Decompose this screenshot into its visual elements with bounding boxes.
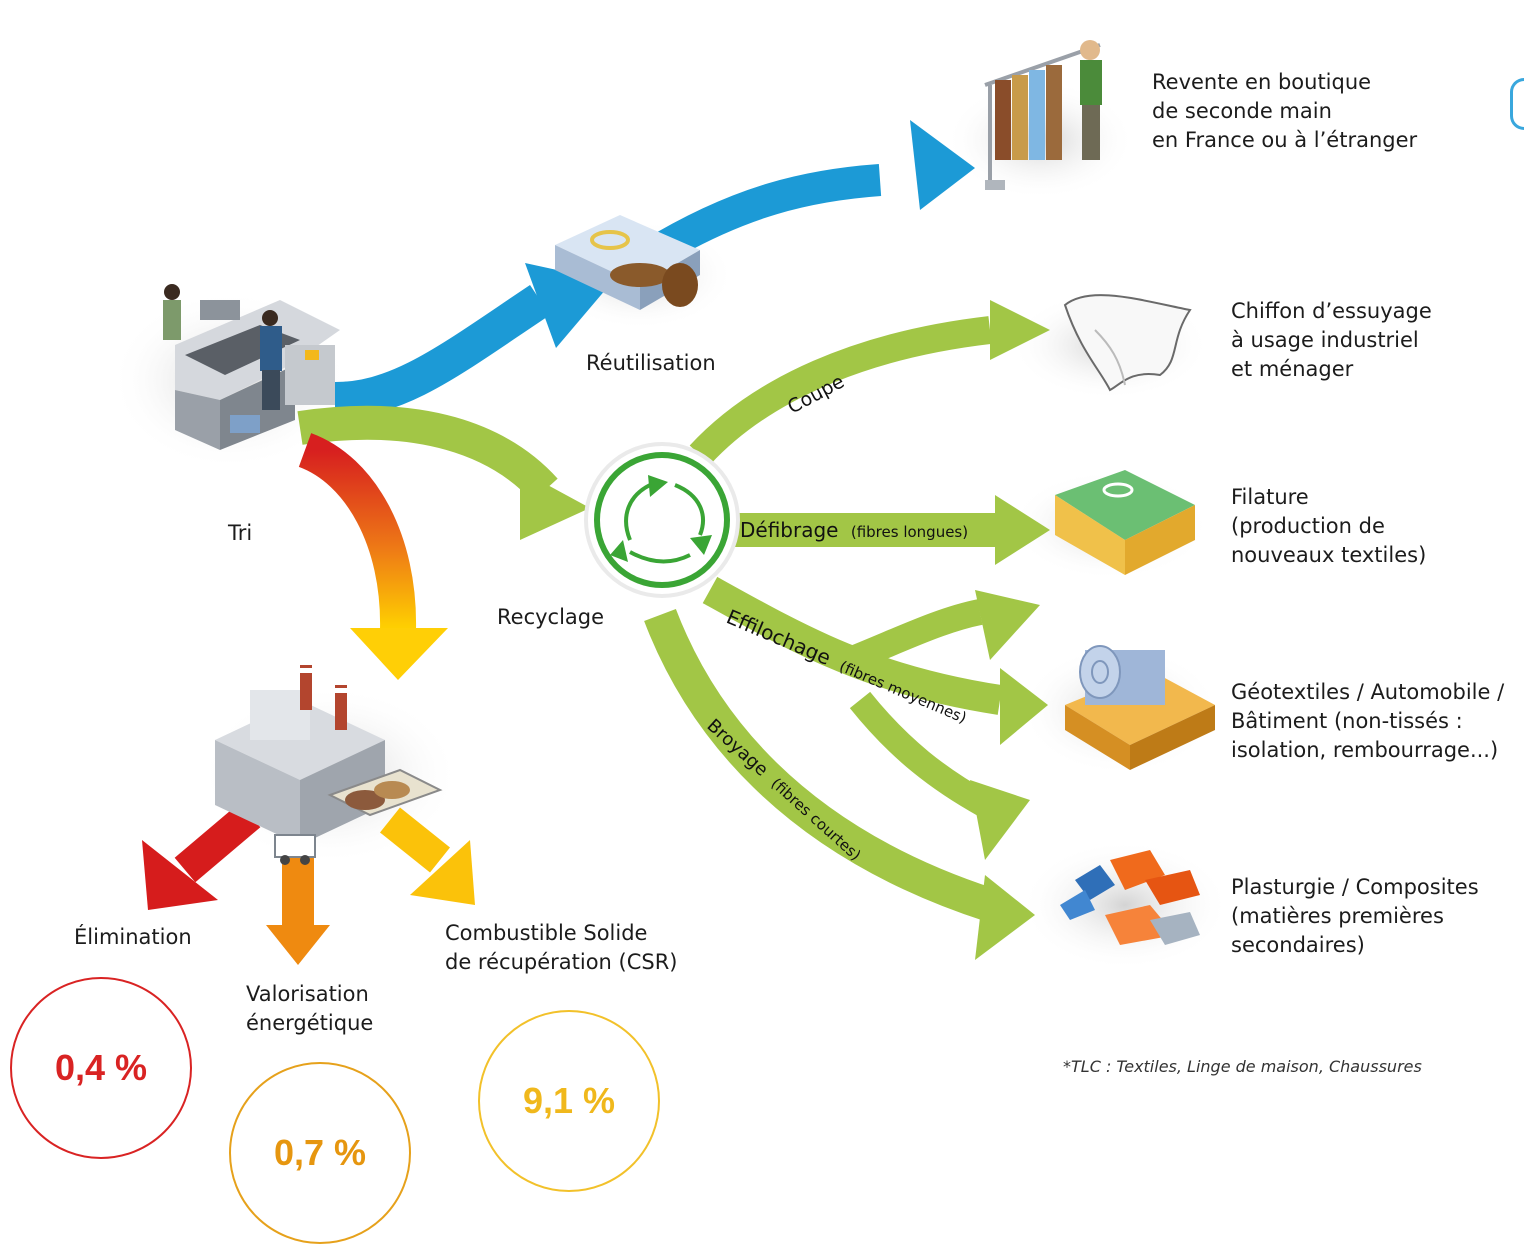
edge-decoration [1510,78,1524,130]
label-elimination: Élimination [74,925,192,949]
label-plasturgie-line-2: (matières premières [1231,904,1444,928]
cloth-rag-icon [1063,294,1192,392]
label-revente-line-1: Revente en boutique [1152,70,1372,94]
label-filature-line-2: (production de [1231,514,1385,538]
label-geotextiles-line-3: isolation, rembourrage...) [1231,738,1499,762]
percent-elimination-value: 0,4 % [54,1047,148,1088]
label-chiffon-line-2: à usage industriel [1231,328,1419,352]
label-filature: Filature (production de nouveaux textile… [1231,483,1426,570]
percent-valorisation-value: 0,7 % [273,1132,367,1173]
recycle-icon [584,442,740,598]
clothing-rack-shop-icon [984,40,1102,190]
label-filature-line-1: Filature [1231,485,1309,509]
percent-valorisation: 0,7 % [229,1062,411,1244]
sorting-station-icon [163,284,340,450]
energy-arrows [142,433,475,965]
label-csr-line-1: Combustible Solide [445,921,648,945]
process-defibrage-note: (fibres longues) [851,523,968,541]
label-plasturgie-line-3: secondaires) [1231,933,1365,957]
label-tri: Tri [228,521,253,545]
percent-csr-value: 9,1 % [522,1080,616,1121]
process-broyage: Broyage (fibres courtes) [703,715,866,865]
label-csr: Combustible Solide de récupération (CSR) [445,919,678,977]
folded-textile-icon [1055,470,1195,575]
label-geotextiles-line-2: Bâtiment (non-tissés : [1231,709,1463,733]
label-plasturgie-line-1: Plasturgie / Composites [1231,875,1479,899]
label-chiffon-line-3: et ménager [1231,357,1354,381]
label-geotextiles: Géotextiles / Automobile / Bâtiment (non… [1231,678,1504,765]
label-valorisation-line-1: Valorisation [246,982,369,1006]
label-valorisation: Valorisation énergétique [246,980,373,1038]
label-valorisation-line-2: énergétique [246,1011,374,1035]
label-revente: Revente en boutique de seconde main en F… [1152,68,1417,155]
plastic-composite-pieces-icon [1060,850,1200,945]
percent-csr: 9,1 % [478,1010,660,1192]
label-recyclage: Recyclage [497,605,605,629]
label-plasturgie: Plasturgie / Composites (matières premiè… [1231,873,1479,960]
folded-clothes-shoes-icon [555,215,700,310]
label-filature-line-3: nouveaux textiles) [1231,543,1427,567]
label-reutilisation: Réutilisation [586,351,716,375]
percent-elimination: 0,4 % [10,977,192,1159]
process-broyage-note: (fibres courtes) [767,774,864,864]
label-chiffon-line-1: Chiffon d’essuyage [1231,299,1432,323]
process-defibrage-label: Défibrage [740,518,838,542]
label-geotextiles-line-1: Géotextiles / Automobile / [1231,680,1505,704]
reuse-arrow [334,120,975,418]
label-revente-line-2: de seconde main [1152,99,1332,123]
label-chiffon: Chiffon d’essuyage à usage industriel et… [1231,297,1432,384]
label-csr-line-2: de récupération (CSR) [445,950,678,974]
label-revente-line-3: en France ou à l’étranger [1152,128,1418,152]
footnote: *TLC : Textiles, Linge de maison, Chauss… [1063,1057,1422,1076]
nonwoven-roll-icon [1065,645,1215,770]
process-defibrage: Défibrage (fibres longues) [740,518,968,542]
recycle-arrows [297,300,1050,960]
energy-recovery-plant-icon [215,665,443,865]
